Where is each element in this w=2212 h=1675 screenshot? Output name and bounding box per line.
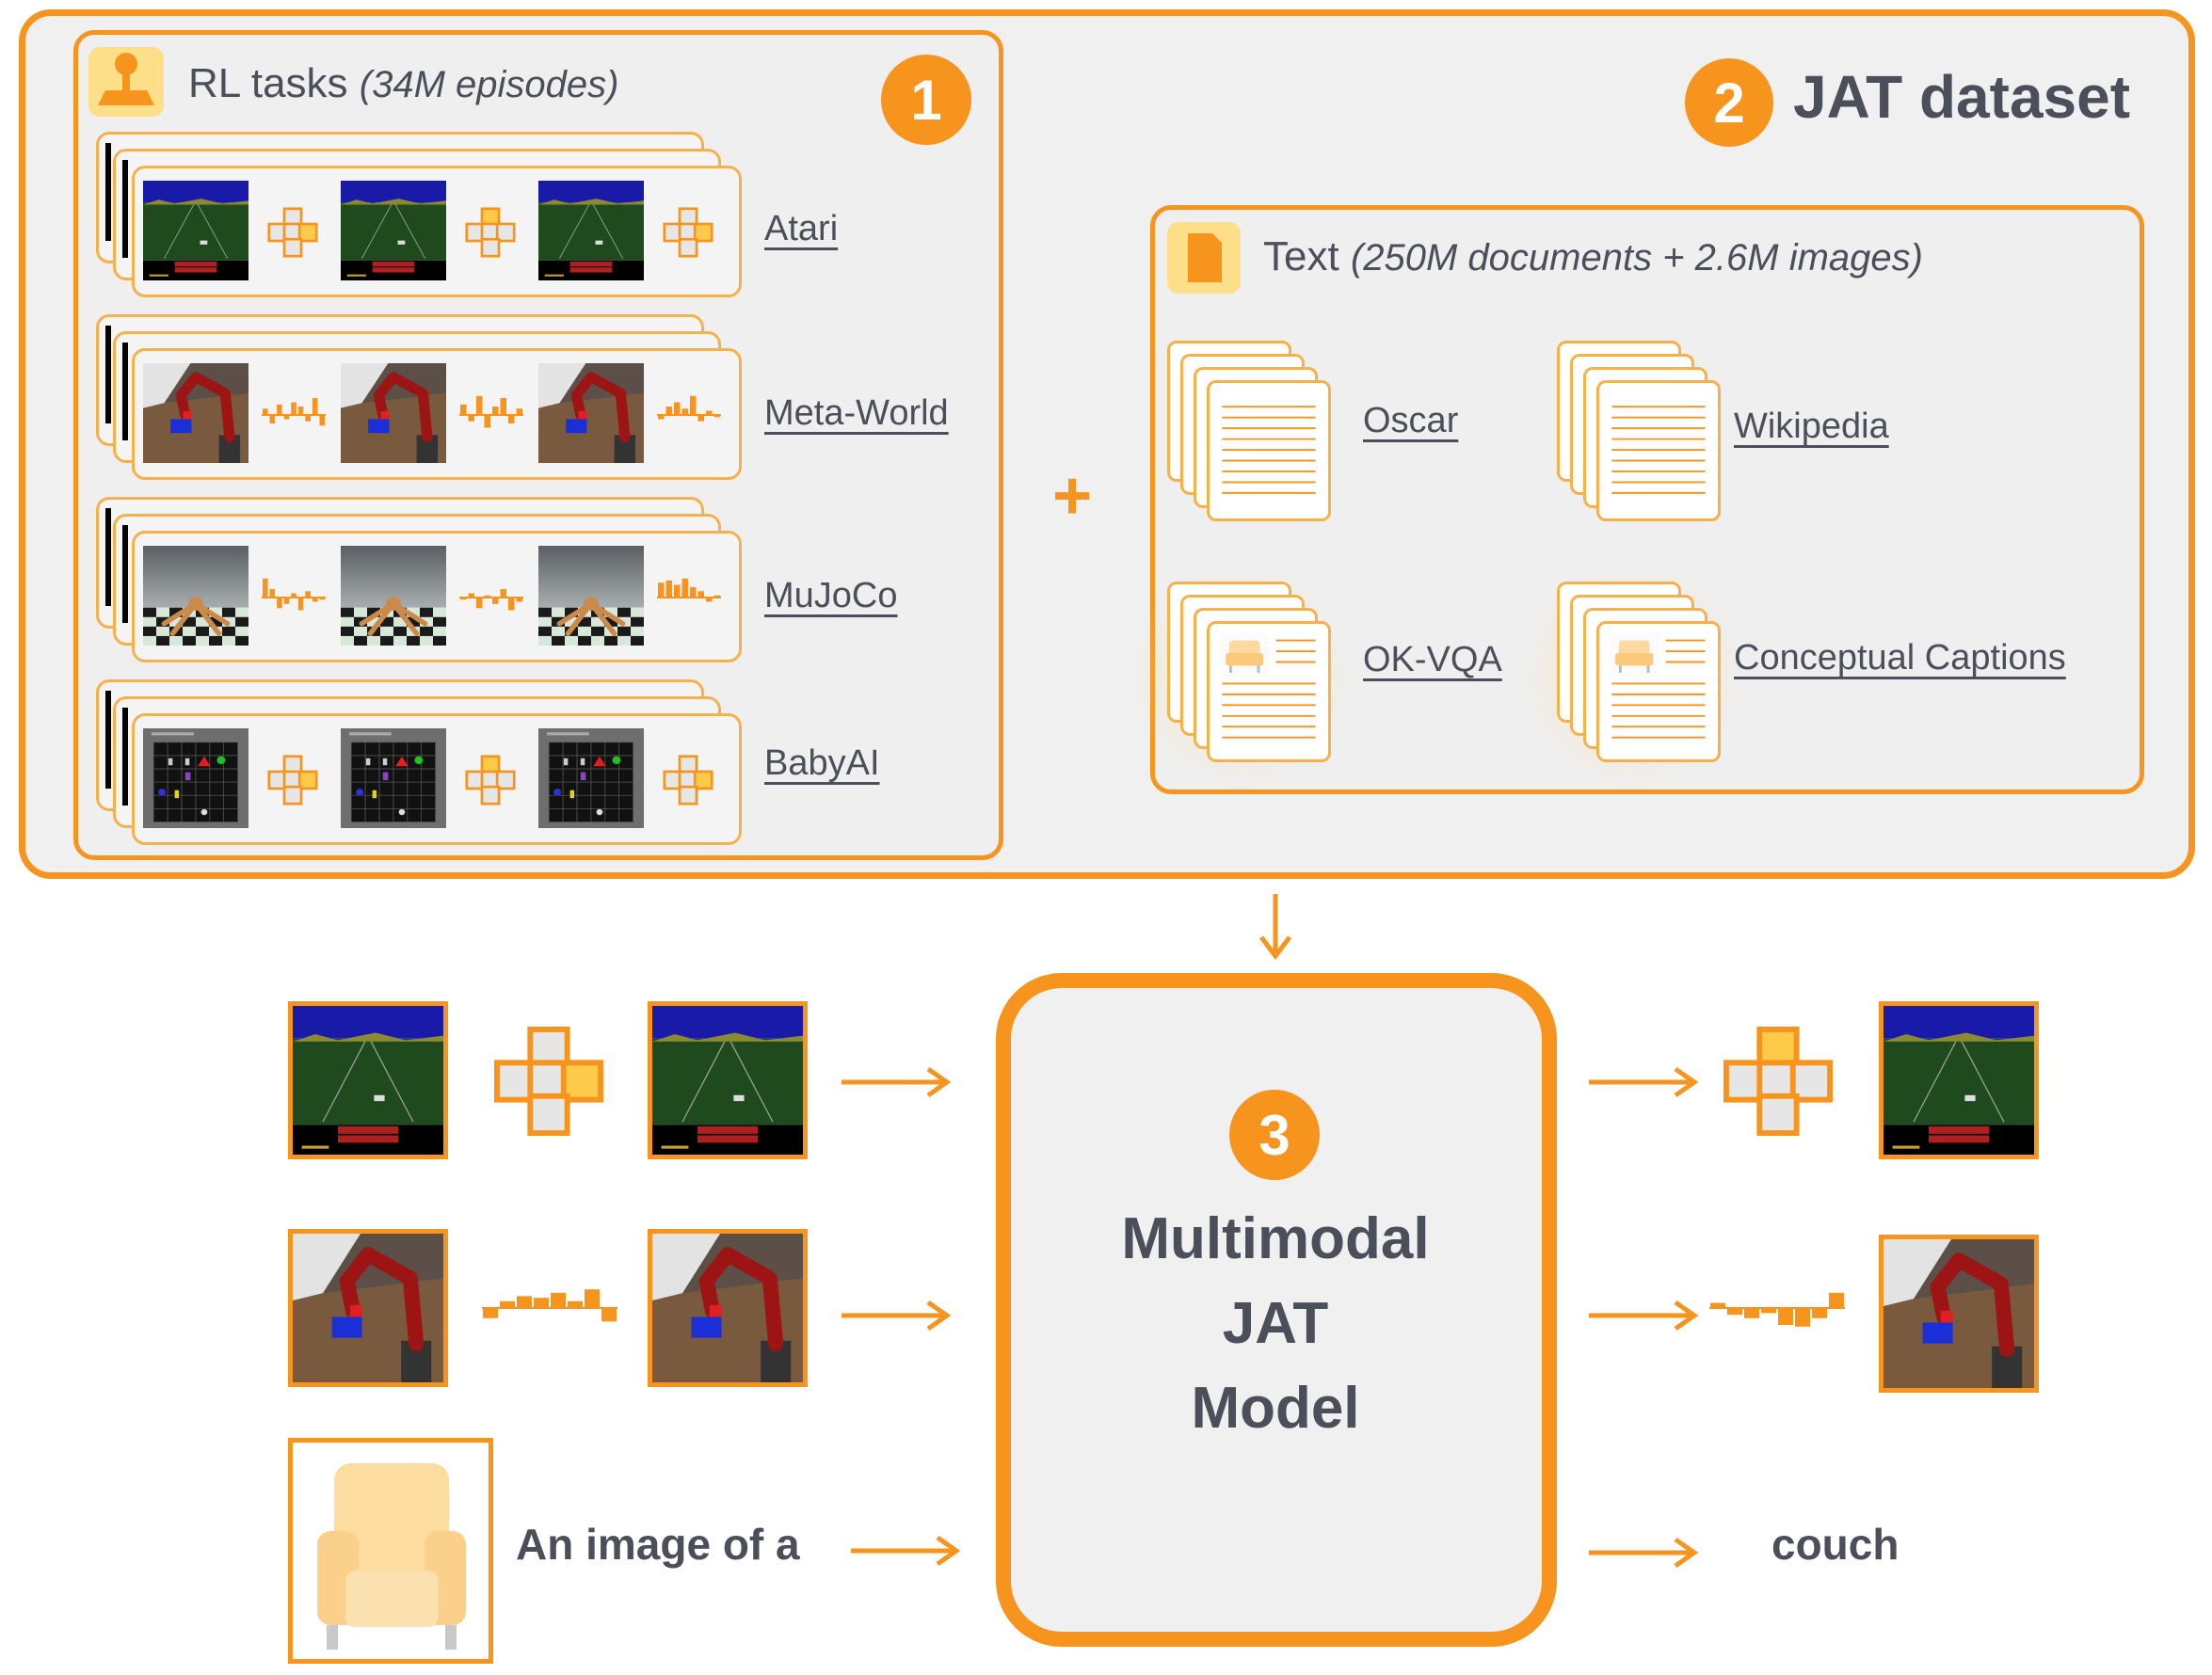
dpad-action-icon bbox=[663, 207, 713, 263]
task-link-atari[interactable]: Atari bbox=[764, 209, 839, 248]
arrow-right bbox=[851, 1535, 961, 1567]
task-link-meta-world[interactable]: Meta-World bbox=[764, 393, 949, 433]
joystick-icon bbox=[88, 47, 164, 117]
atari-input-frame bbox=[288, 1001, 448, 1159]
stack-edge bbox=[122, 525, 128, 623]
continuous-action-bars bbox=[657, 391, 721, 443]
mujoco-frame-thumbnail bbox=[341, 546, 446, 646]
dataset-link-oscar[interactable]: Oscar bbox=[1363, 401, 1459, 440]
metaworld-frame-thumbnail bbox=[538, 363, 644, 463]
continuous-action-bars bbox=[482, 1270, 617, 1350]
stack-edge bbox=[105, 326, 111, 423]
metaworld-output-frame bbox=[1879, 1235, 2039, 1393]
arrow-right bbox=[1589, 1300, 1699, 1332]
rl-step-badge: 1 bbox=[881, 55, 971, 145]
stack-edge bbox=[122, 160, 128, 258]
dpad-action-icon bbox=[493, 1026, 604, 1141]
document-conceptual-captions bbox=[1596, 621, 1721, 762]
metaworld-input-frame bbox=[288, 1229, 448, 1387]
mujoco-frame-thumbnail bbox=[143, 546, 248, 646]
atari-output-frame bbox=[1879, 1001, 2039, 1159]
babyai-frame-thumbnail bbox=[143, 728, 248, 828]
atari-frame-thumbnail bbox=[143, 181, 248, 280]
babyai-frame-thumbnail bbox=[341, 728, 446, 828]
stack-edge bbox=[122, 708, 128, 806]
dataset-title: JAT dataset bbox=[1793, 63, 2131, 131]
atari-input-frame bbox=[648, 1001, 808, 1159]
task-link-babyai[interactable]: BabyAI bbox=[764, 743, 880, 783]
couch-image bbox=[288, 1438, 493, 1664]
jat-model-box bbox=[996, 973, 1557, 1647]
plus-sign: + bbox=[1052, 458, 1093, 534]
dataset-step-badge: 2 bbox=[1685, 58, 1773, 147]
dataset-link-conceptual-captions[interactable]: Conceptual Captions bbox=[1734, 638, 2066, 678]
stack-edge bbox=[122, 343, 128, 440]
dpad-action-icon bbox=[267, 207, 318, 263]
dpad-action-icon bbox=[465, 207, 516, 263]
stack-edge bbox=[105, 691, 111, 789]
model-title-line-2: JAT bbox=[1222, 1291, 1329, 1356]
continuous-predicted-action-bars bbox=[1709, 1270, 1845, 1350]
document-ok-vqa bbox=[1207, 621, 1331, 762]
metaworld-input-frame bbox=[648, 1229, 808, 1387]
caption-output-text: couch bbox=[1771, 1520, 1899, 1569]
continuous-action-bars bbox=[459, 391, 523, 443]
document-wikipedia bbox=[1596, 380, 1721, 521]
caption-input-text: An image of a bbox=[516, 1520, 800, 1569]
arrow-right bbox=[1589, 1066, 1699, 1098]
arrow-right bbox=[1589, 1537, 1699, 1569]
continuous-action-bars bbox=[262, 574, 326, 626]
task-link-mujoco[interactable]: MuJoCo bbox=[764, 576, 898, 615]
dpad-action-icon bbox=[663, 755, 713, 810]
document-oscar bbox=[1207, 380, 1331, 521]
atari-frame-thumbnail bbox=[341, 181, 446, 280]
dpad-action-icon bbox=[267, 755, 318, 810]
mujoco-frame-thumbnail bbox=[538, 546, 644, 646]
metaworld-frame-thumbnail bbox=[143, 363, 248, 463]
model-step-badge: 3 bbox=[1229, 1090, 1320, 1180]
stack-edge bbox=[105, 143, 111, 241]
model-title-line-1: Multimodal bbox=[1121, 1206, 1430, 1271]
arrow-right bbox=[842, 1300, 952, 1332]
continuous-action-bars bbox=[459, 574, 523, 626]
arrow-down bbox=[1259, 894, 1291, 961]
arrow-right bbox=[842, 1066, 952, 1098]
dataset-link-wikipedia[interactable]: Wikipedia bbox=[1734, 407, 1889, 446]
document-icon bbox=[1167, 222, 1241, 294]
model-title-line-3: Model bbox=[1191, 1376, 1360, 1441]
dpad-action-icon bbox=[465, 755, 516, 810]
stack-edge bbox=[105, 508, 111, 606]
text-panel-title: Text (250M documents + 2.6M images) bbox=[1263, 233, 1923, 279]
atari-frame-thumbnail bbox=[538, 181, 644, 280]
babyai-frame-thumbnail bbox=[538, 728, 644, 828]
continuous-action-bars bbox=[657, 574, 721, 626]
metaworld-frame-thumbnail bbox=[341, 363, 446, 463]
rl-tasks-title: RL tasks (34M episodes) bbox=[188, 60, 619, 106]
continuous-action-bars bbox=[262, 391, 326, 443]
model-title: Multimodal JAT Model bbox=[1054, 1197, 1497, 1451]
dpad-predicted-action-icon bbox=[1723, 1026, 1834, 1141]
dataset-link-ok-vqa[interactable]: OK-VQA bbox=[1363, 640, 1502, 679]
